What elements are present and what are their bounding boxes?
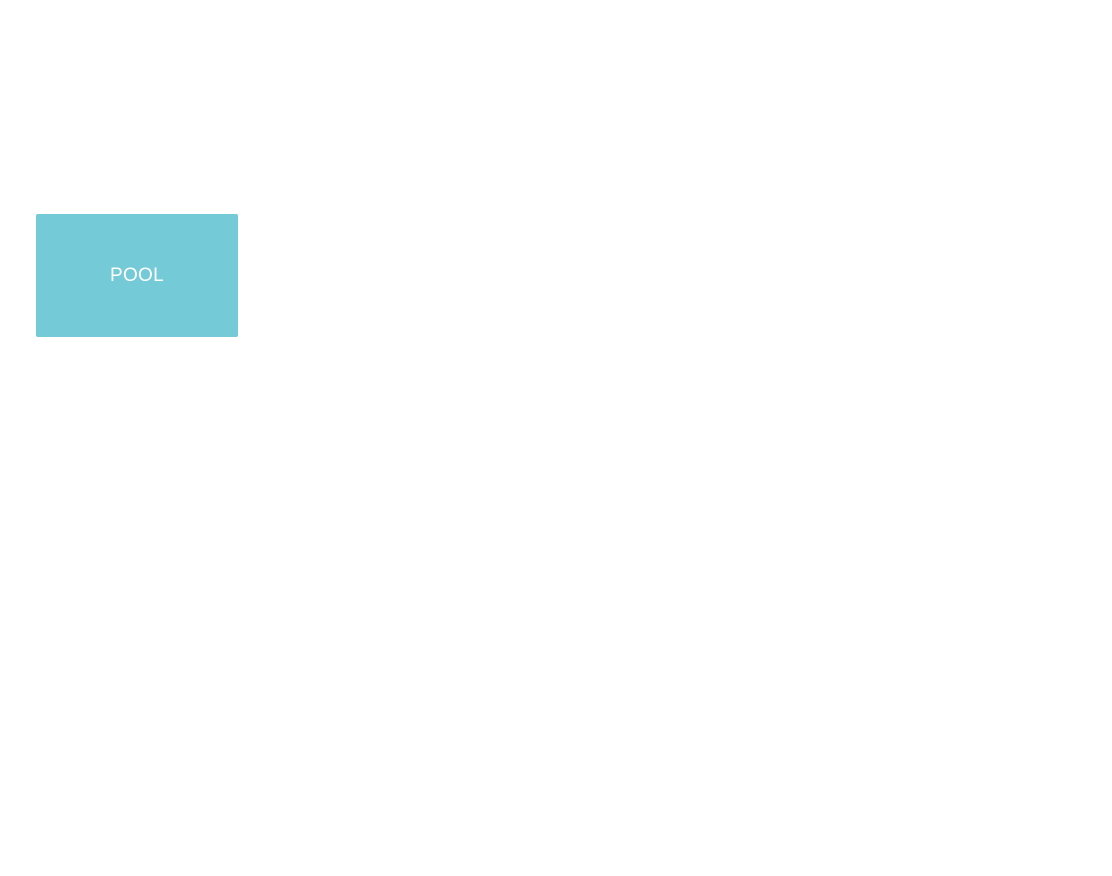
pool-area[interactable]: POOL bbox=[36, 214, 238, 337]
pool-label: POOL bbox=[110, 264, 164, 286]
